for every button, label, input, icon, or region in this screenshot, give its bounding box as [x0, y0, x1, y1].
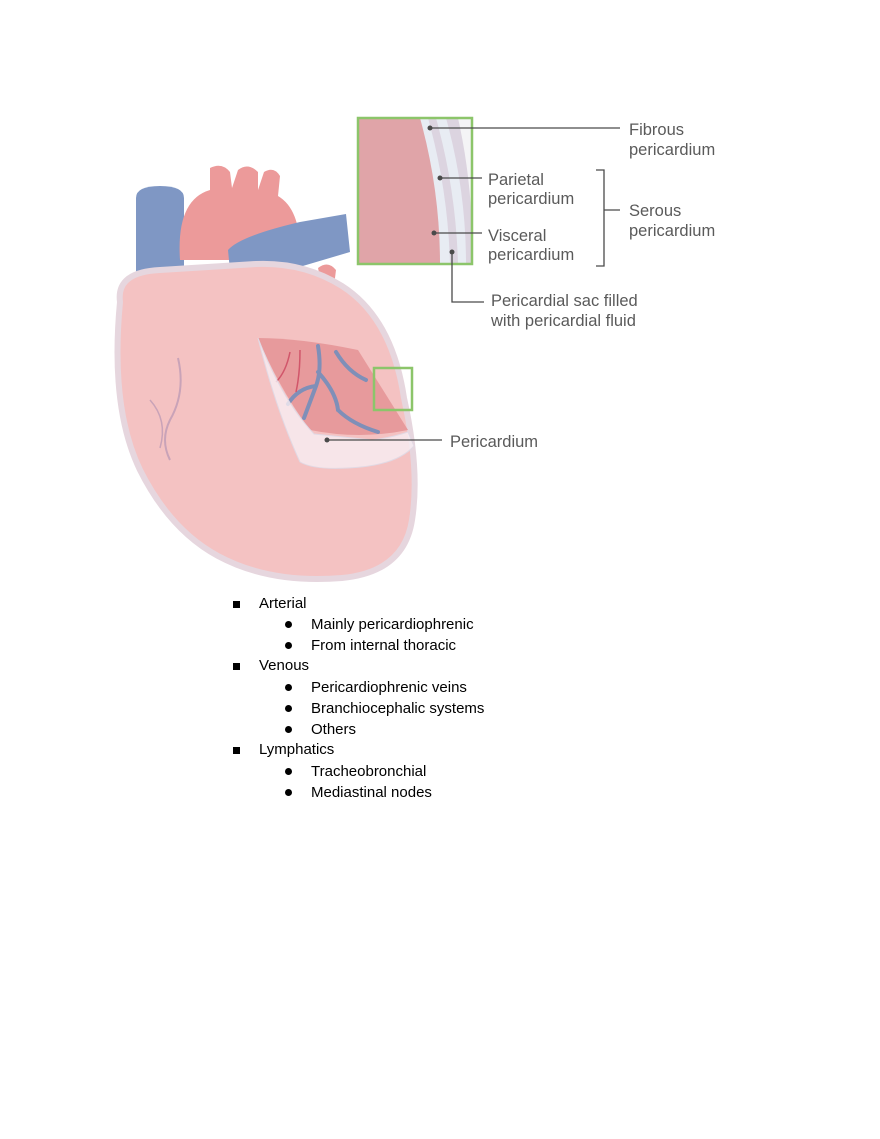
- outline-item-lymphatics: Lymphatics: [259, 741, 335, 758]
- pericardium-window: [258, 338, 408, 435]
- dot-fibrous: [427, 125, 433, 131]
- round-bullet: [285, 684, 292, 691]
- pericardium-diagram: Fibrous pericardium Parietal pericardium…: [114, 116, 715, 583]
- outline-subitem: Mediastinal nodes: [311, 784, 432, 801]
- coronary-artery: [275, 349, 301, 393]
- serous-bracket: [596, 169, 620, 267]
- round-bullet: [285, 726, 292, 733]
- outline-subitem: Pericardiophrenic veins: [311, 679, 467, 696]
- dot-sac: [449, 249, 455, 255]
- heart-body: [114, 260, 418, 583]
- label-visceral-line1: Visceral: [488, 227, 546, 245]
- label-fibrous-line2: pericardium: [629, 141, 715, 159]
- outline-subitem: Others: [311, 721, 357, 738]
- leader-sac: [451, 252, 484, 303]
- round-bullet: [285, 789, 292, 796]
- outline-subitem: From internal thoracic: [311, 637, 457, 654]
- dot-parietal: [437, 175, 443, 181]
- round-bullet: [285, 621, 292, 628]
- label-sac-line1: Pericardial sac filled: [491, 292, 638, 310]
- label-fibrous-line1: Fibrous: [629, 121, 684, 139]
- label-sac-line2: with pericardial fluid: [490, 312, 636, 330]
- outline-subitem: Branchiocephalic systems: [311, 700, 485, 717]
- surface-vessel: [149, 399, 164, 449]
- label-parietal-line2: pericardium: [488, 190, 574, 208]
- label-visceral-line2: pericardium: [488, 246, 574, 264]
- square-bullet: [233, 601, 240, 608]
- pericardium-flap: [257, 337, 415, 469]
- outline-subitem: Mainly pericardiophrenic: [311, 616, 474, 633]
- surface-vessel: [164, 357, 182, 461]
- coronary-vein: [286, 344, 380, 434]
- square-bullet: [233, 663, 240, 670]
- round-bullet: [285, 705, 292, 712]
- square-bullet: [233, 747, 240, 754]
- label-pericardium: Pericardium: [450, 433, 538, 451]
- round-bullet: [285, 768, 292, 775]
- zoom-callout-box: [356, 116, 474, 266]
- outline-subitem: Tracheobronchial: [311, 763, 427, 780]
- detail-marker-box: [372, 366, 414, 412]
- label-serous-line1: Serous: [629, 202, 681, 220]
- label-parietal-line1: Parietal: [488, 171, 544, 189]
- round-bullet: [285, 642, 292, 649]
- dot-visceral: [431, 230, 437, 236]
- outline-item-arterial: Arterial: [259, 595, 307, 612]
- label-serous-line2: pericardium: [629, 222, 715, 240]
- zoom-detail: [358, 118, 472, 264]
- dot-pericardium: [324, 437, 330, 443]
- outline-item-venous: Venous: [259, 657, 310, 674]
